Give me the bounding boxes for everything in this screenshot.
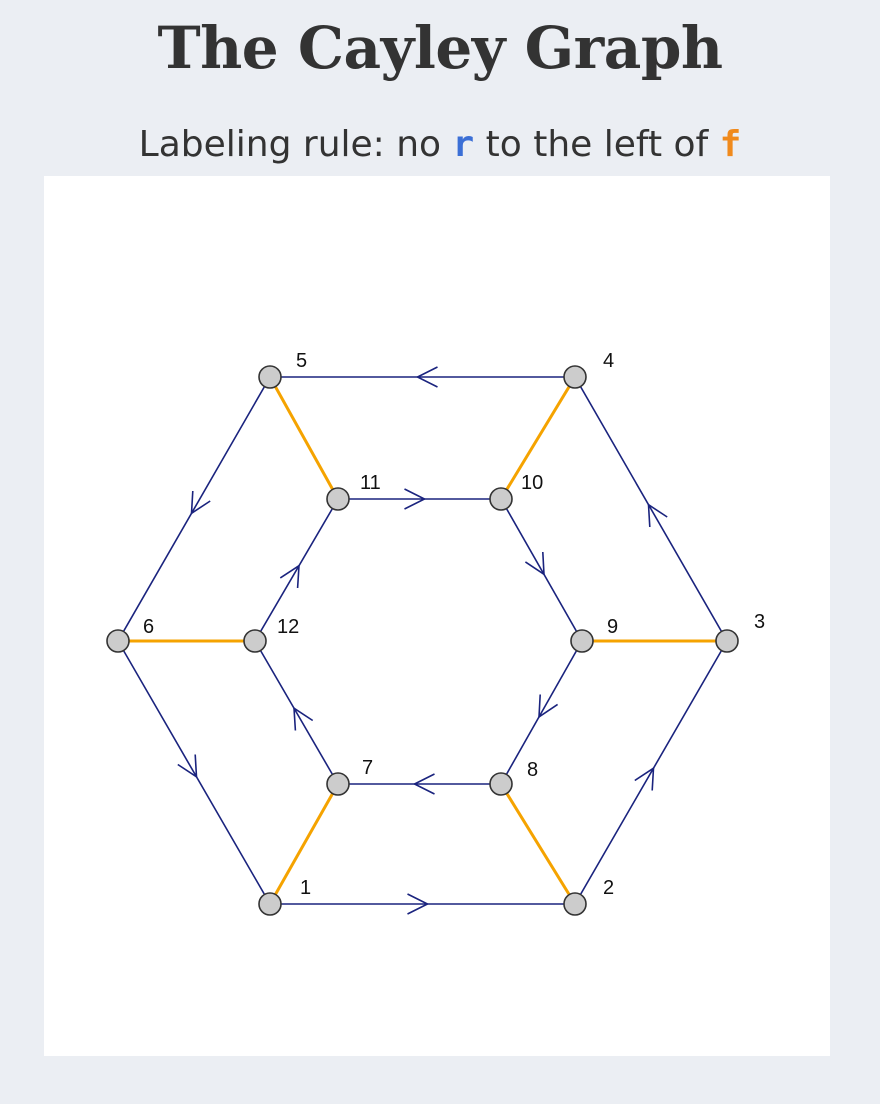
r-edge-10-9 [500, 498, 583, 642]
node-label-2: 2 [603, 877, 614, 899]
page-title: The Cayley Graph [157, 14, 723, 82]
node-label-9: 9 [607, 616, 618, 638]
r-edge-layer [117, 366, 728, 915]
node-5 [258, 365, 282, 389]
node-7 [326, 772, 350, 796]
node-label-6: 6 [143, 616, 154, 638]
arrowhead-icon [177, 754, 198, 779]
arrowhead-icon [538, 694, 559, 719]
r-edge-11-10 [338, 488, 501, 510]
arrowhead-icon [404, 488, 427, 510]
node-label-12: 12 [277, 616, 299, 638]
f-edge-layer [116, 375, 729, 906]
node-label-11: 11 [360, 472, 381, 494]
node-2 [563, 892, 587, 916]
node-10 [489, 487, 513, 511]
r-edge-2-3 [574, 640, 728, 905]
r-edge-12-11 [254, 498, 339, 642]
subtitle-prefix: Labeling rule: no [138, 124, 453, 165]
node-6 [106, 629, 130, 653]
node-label-5: 5 [296, 350, 307, 372]
arrowhead-icon [634, 766, 655, 791]
r-edge-7-12 [254, 640, 339, 785]
node-8 [489, 772, 513, 796]
node-label-4: 4 [603, 350, 614, 372]
f-edge-4-10 [499, 375, 577, 501]
r-edge-9-8 [500, 640, 583, 785]
f-edge-1-7 [268, 782, 340, 906]
node-label-3: 3 [754, 611, 765, 633]
r-edge-3-4 [574, 376, 728, 642]
node-11 [326, 487, 350, 511]
r-edge-4-5 [270, 366, 575, 388]
node-12 [243, 629, 267, 653]
node-9 [570, 629, 594, 653]
arrowhead-icon [190, 490, 211, 515]
r-token: r [452, 124, 475, 165]
f-edge-2-8 [499, 782, 577, 906]
arrowhead-icon [293, 706, 314, 731]
node-label-7: 7 [362, 757, 373, 779]
subtitle-middle: to the left of [474, 124, 720, 165]
arrowhead-icon [647, 503, 668, 528]
r-edge-5-6 [117, 376, 271, 642]
node-label-1: 1 [300, 877, 311, 899]
f-edge-5-11 [268, 375, 340, 501]
labeling-rule-subtitle: Labeling rule: no r to the left of f [0, 124, 880, 165]
r-edge-1-2 [270, 893, 575, 915]
node-layer [106, 365, 739, 916]
f-token: f [719, 124, 742, 165]
node-label-10: 10 [521, 472, 543, 494]
arrowhead-icon [279, 564, 300, 589]
arrowhead-icon [412, 773, 435, 795]
arrowhead-icon [524, 551, 545, 576]
arrowhead-icon [407, 893, 430, 915]
node-label-8: 8 [527, 759, 538, 781]
node-1 [258, 892, 282, 916]
node-4 [563, 365, 587, 389]
r-edge-8-7 [338, 773, 501, 795]
node-3 [715, 629, 739, 653]
arrowhead-icon [415, 366, 438, 388]
r-edge-6-1 [117, 640, 271, 905]
